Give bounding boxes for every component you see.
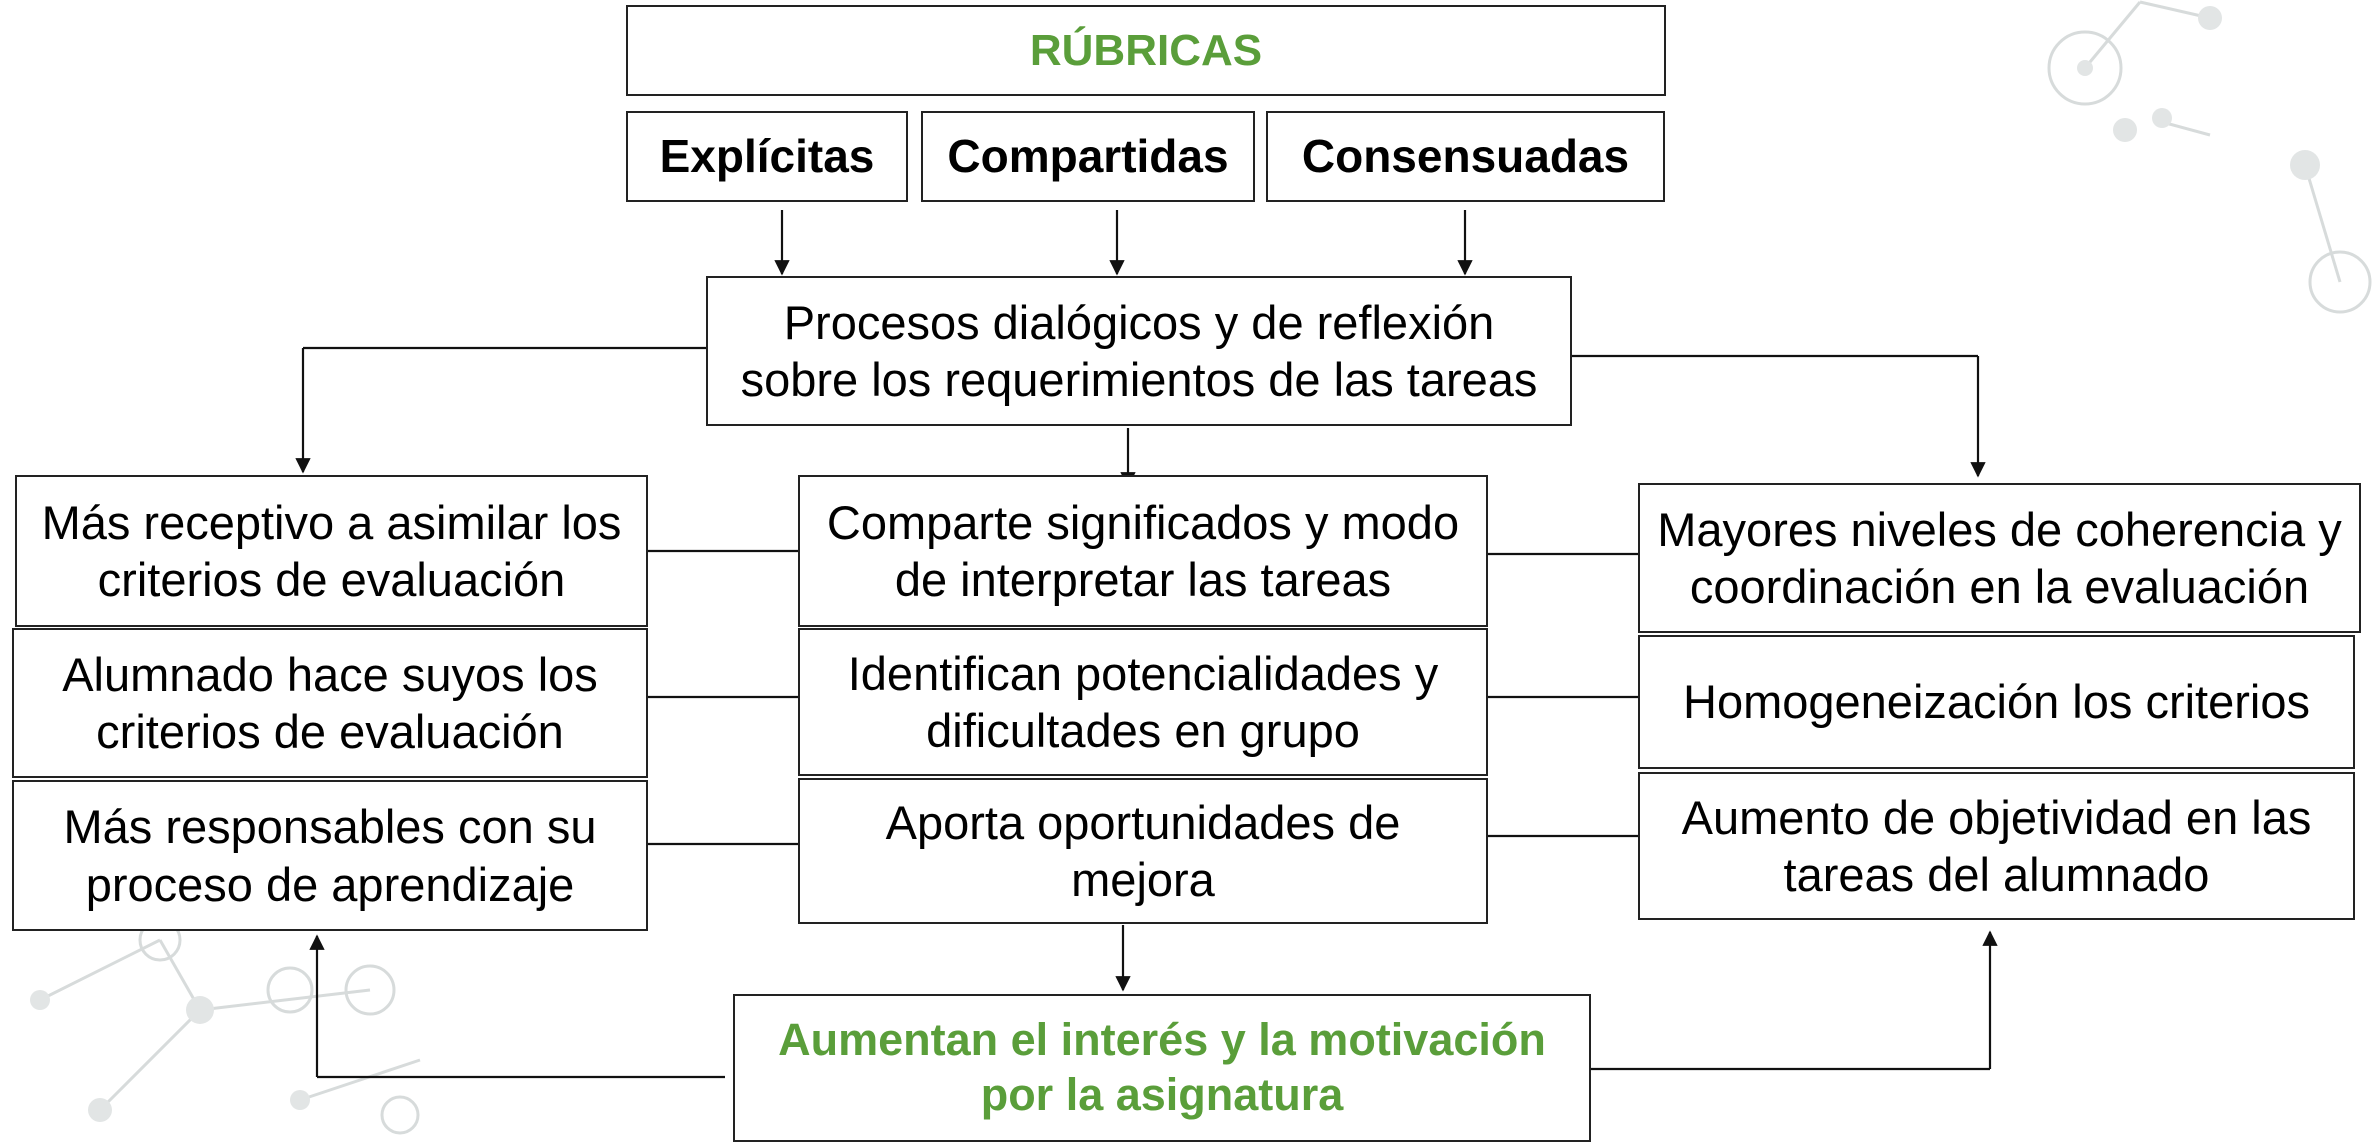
center-box-2: Identifican potencialidades y dificultad…: [798, 628, 1488, 776]
right-box-1: Mayores niveles de coherencia y coordina…: [1638, 483, 2361, 633]
right-box-2-text: Homogeneización los criterios: [1683, 675, 2310, 729]
right-box-3-text: Aumento de objetividad en las tareas del…: [1681, 790, 2312, 901]
right-box-2: Homogeneización los criterios: [1638, 635, 2355, 769]
left-box-2: Alumnado hace suyos los criterios de eva…: [12, 628, 648, 778]
left-box-1-text: Más receptivo a asimilar los criterios d…: [41, 495, 622, 606]
process-box: Procesos dialógicos y de reflexión sobre…: [706, 276, 1572, 426]
left-box-1: Más receptivo a asimilar los criterios d…: [15, 475, 648, 627]
category-consensuadas: Consensuadas: [1266, 111, 1665, 202]
category-label: Consensuadas: [1301, 130, 1630, 183]
category-label: Explícitas: [659, 130, 875, 183]
outcome-box: Aumentan el interés y la motivación por …: [733, 994, 1591, 1142]
category-label: Compartidas: [947, 130, 1229, 183]
category-compartidas: Compartidas: [921, 111, 1255, 202]
category-explicitas: Explícitas: [626, 111, 908, 202]
center-box-1: Comparte significados y modo de interpre…: [798, 475, 1488, 627]
title-text: RÚBRICAS: [1029, 25, 1263, 75]
center-box-1-text: Comparte significados y modo de interpre…: [826, 495, 1460, 606]
center-box-3-text: Aporta oportunidades de mejora: [885, 795, 1401, 906]
right-box-3: Aumento de objetividad en las tareas del…: [1638, 772, 2355, 920]
left-box-2-text: Alumnado hace suyos los criterios de eva…: [62, 647, 598, 758]
title-box: RÚBRICAS: [626, 5, 1666, 96]
process-text: Procesos dialógicos y de reflexión sobre…: [740, 295, 1538, 406]
center-box-2-text: Identifican potencialidades y dificultad…: [847, 646, 1439, 757]
right-box-1-text: Mayores niveles de coherencia y coordina…: [1657, 502, 2342, 613]
outcome-text: Aumentan el interés y la motivación por …: [778, 1014, 1546, 1120]
center-box-3: Aporta oportunidades de mejora: [798, 778, 1488, 924]
left-box-3-text: Más responsables con su proceso de apren…: [63, 800, 597, 911]
left-box-3: Más responsables con su proceso de apren…: [12, 780, 648, 931]
